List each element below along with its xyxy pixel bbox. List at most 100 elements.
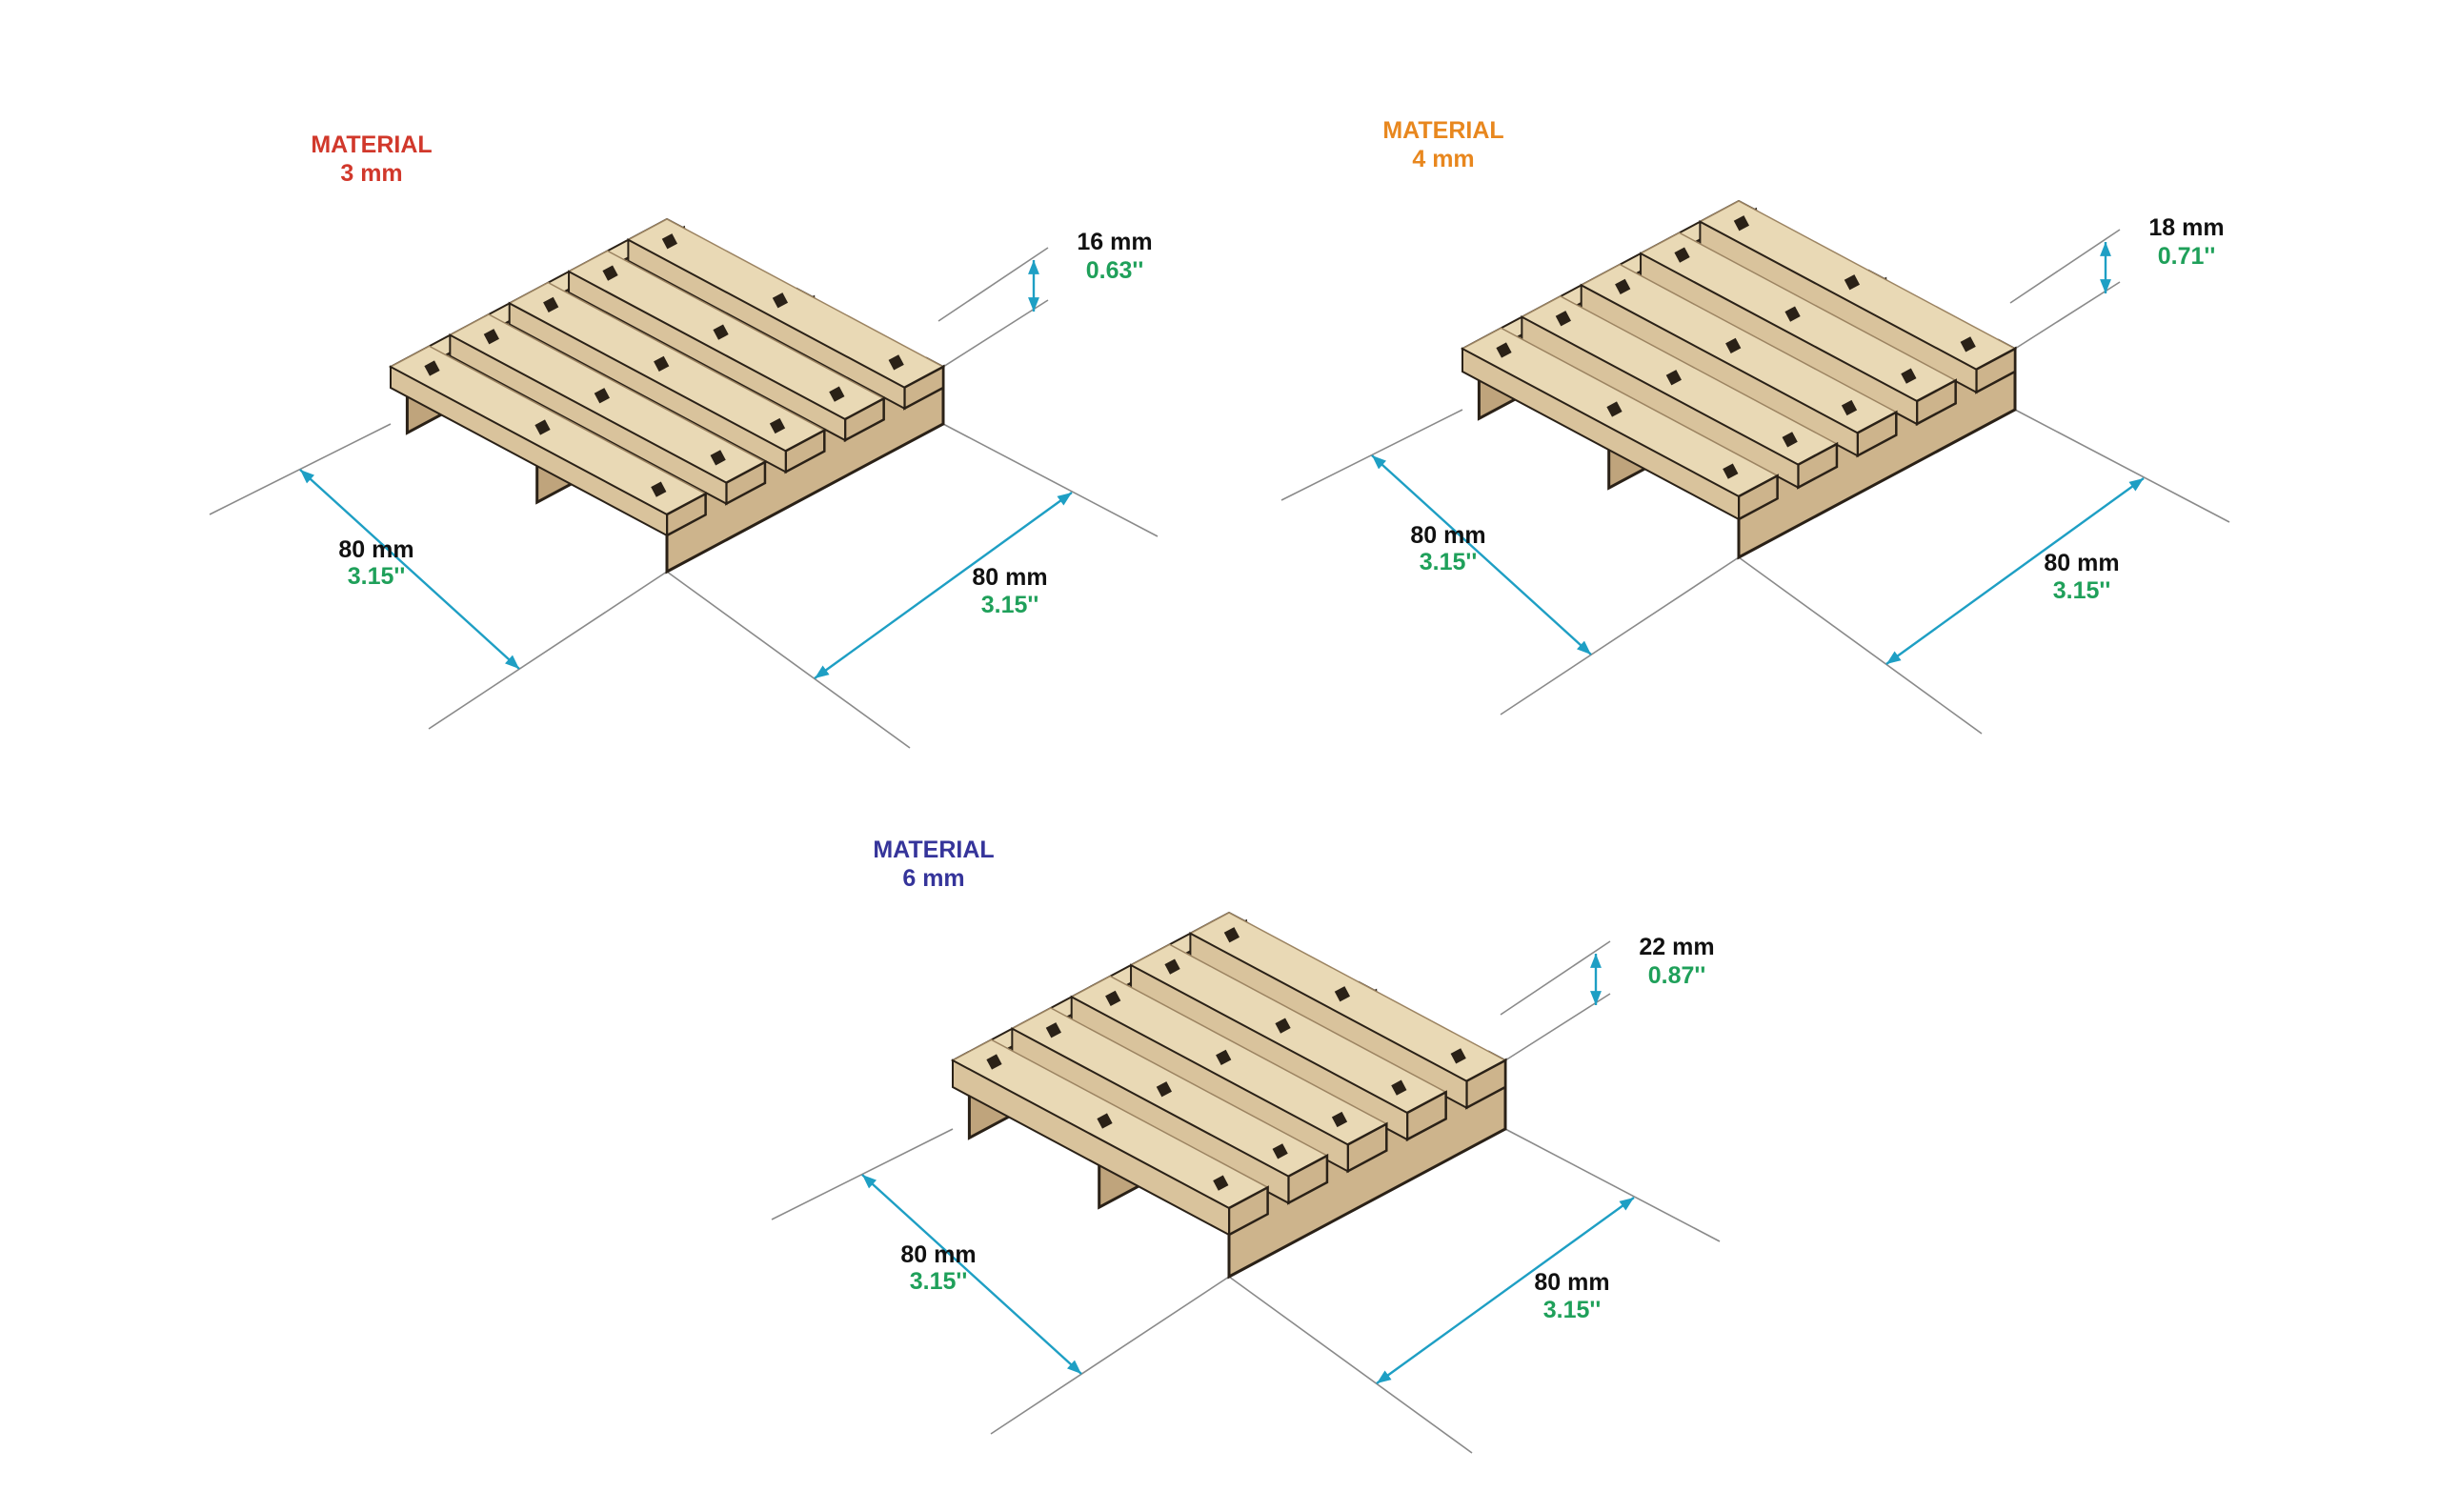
height-dimension-inch: 0.71'' bbox=[2158, 243, 2216, 270]
extension-line-front-right bbox=[1228, 1276, 1473, 1454]
slat-hole bbox=[986, 1054, 1002, 1070]
slat-hole bbox=[654, 355, 670, 373]
slat-hole bbox=[1665, 370, 1682, 386]
slat-hole bbox=[1391, 1079, 1407, 1096]
slat-hole bbox=[1784, 306, 1801, 322]
extension-line-top bbox=[1504, 993, 1611, 1061]
extension-line-top-slat bbox=[2009, 229, 2121, 304]
height-dimension-mm: 22 mm bbox=[1639, 934, 1714, 960]
extension-line-right bbox=[942, 423, 1159, 537]
height-dimension-inch: 0.63'' bbox=[1086, 257, 1144, 284]
extension-line-top bbox=[942, 299, 1049, 368]
material-label: MATERIAL bbox=[1382, 117, 1503, 144]
slat-hole bbox=[1164, 958, 1180, 975]
slat-hole bbox=[1156, 1081, 1172, 1098]
slat-hole bbox=[543, 296, 559, 313]
slat-hole bbox=[1045, 1022, 1061, 1038]
material-label: MATERIAL bbox=[311, 131, 432, 158]
right-dimension-arrow bbox=[1885, 477, 2145, 665]
left-dimension-arrow bbox=[299, 469, 520, 670]
slat-hole bbox=[1275, 1018, 1291, 1034]
slat-hole bbox=[1105, 990, 1121, 1007]
height-dimension-mm: 16 mm bbox=[1077, 229, 1152, 255]
right-dimension-inch: 3.15'' bbox=[1543, 1297, 1602, 1323]
left-dimension-arrow-head bbox=[862, 1175, 877, 1189]
left-dimension-inch: 3.15'' bbox=[910, 1268, 968, 1295]
slat-hole bbox=[661, 233, 678, 250]
left-dimension-mm: 80 mm bbox=[1410, 522, 1485, 549]
extension-line-front-right bbox=[666, 571, 911, 749]
extension-line-front-left bbox=[1500, 556, 1740, 716]
material-thickness: 4 mm bbox=[1412, 146, 1474, 172]
slat-hole bbox=[829, 386, 845, 402]
slat-hole bbox=[1674, 247, 1690, 263]
slat-side-1 bbox=[1461, 347, 1740, 521]
slat-side-3 bbox=[508, 301, 787, 474]
slat-hole bbox=[1331, 1111, 1348, 1128]
slat-hole bbox=[1725, 337, 1742, 354]
left-dimension-mm: 80 mm bbox=[338, 536, 413, 563]
slat-hole bbox=[424, 360, 440, 376]
left-dimension-arrow bbox=[1371, 454, 1592, 655]
slat-side-1 bbox=[952, 1058, 1230, 1237]
left-dimension-arrow-head bbox=[300, 470, 314, 484]
right-dimension-mm: 80 mm bbox=[2044, 550, 2119, 576]
slat-hole bbox=[1723, 463, 1739, 479]
extension-line-front-left bbox=[428, 571, 668, 730]
left-dimension-inch: 3.15'' bbox=[348, 563, 406, 590]
height-dimension-inch: 0.87'' bbox=[1648, 962, 1706, 989]
left-dimension-arrow bbox=[861, 1174, 1082, 1375]
right-dimension-arrow-head bbox=[1057, 493, 1072, 506]
right-dimension-mm: 80 mm bbox=[1534, 1269, 1609, 1296]
left-dimension-arrow-head bbox=[1577, 640, 1591, 655]
height-dimension-arrow-head bbox=[1028, 297, 1039, 312]
slat-hole bbox=[651, 481, 667, 497]
slat-hole bbox=[772, 292, 789, 309]
right-dimension-arrow-head bbox=[1886, 651, 1902, 664]
extension-line-front-left bbox=[990, 1276, 1230, 1435]
slat-hole bbox=[1841, 399, 1858, 416]
slat-hole bbox=[1450, 1048, 1466, 1064]
right-dimension-arrow-head bbox=[815, 665, 830, 678]
extension-line-top-slat bbox=[1500, 940, 1611, 1016]
slat-hole bbox=[888, 354, 904, 371]
slat-hole bbox=[1213, 1175, 1229, 1191]
left-dimension-arrow-head bbox=[1372, 455, 1386, 470]
slat-hole bbox=[1733, 215, 1750, 232]
right-dimension-inch: 3.15'' bbox=[2053, 577, 2111, 604]
material-label: MATERIAL bbox=[873, 837, 994, 863]
material-thickness: 3 mm bbox=[340, 160, 402, 187]
right-dimension-inch: 3.15'' bbox=[981, 592, 1039, 618]
height-dimension-arrow-head bbox=[2100, 242, 2111, 256]
slat-hole bbox=[1555, 311, 1571, 327]
height-dimension-arrow-head bbox=[1590, 991, 1602, 1005]
height-dimension-arrow-head bbox=[1028, 260, 1039, 274]
right-dimension-arrow-head bbox=[2128, 478, 2144, 492]
slat-hole bbox=[1606, 401, 1623, 417]
slat-hole bbox=[1097, 1113, 1113, 1129]
extension-line-left bbox=[771, 1128, 954, 1220]
right-dimension-arrow-head bbox=[1377, 1370, 1392, 1383]
slat-hole bbox=[534, 419, 551, 435]
height-dimension-arrow-head bbox=[1590, 954, 1602, 968]
material-thickness: 6 mm bbox=[902, 865, 964, 892]
extension-line-left bbox=[1280, 409, 1463, 501]
slat-hole bbox=[1782, 432, 1798, 448]
right-dimension-arrow bbox=[1376, 1197, 1635, 1384]
slat-hole bbox=[1223, 927, 1240, 943]
extension-line-right bbox=[1504, 1128, 1721, 1242]
slat-side-5 bbox=[627, 238, 906, 411]
slat-hole bbox=[1496, 342, 1512, 358]
slat-hole bbox=[769, 417, 786, 434]
left-dimension-arrow-head bbox=[505, 655, 519, 669]
slat-side-1 bbox=[390, 365, 668, 537]
extension-line-left bbox=[209, 423, 392, 515]
slat-hole bbox=[483, 329, 499, 345]
slat-hole bbox=[1334, 986, 1351, 1002]
slat-hole bbox=[1844, 274, 1861, 291]
